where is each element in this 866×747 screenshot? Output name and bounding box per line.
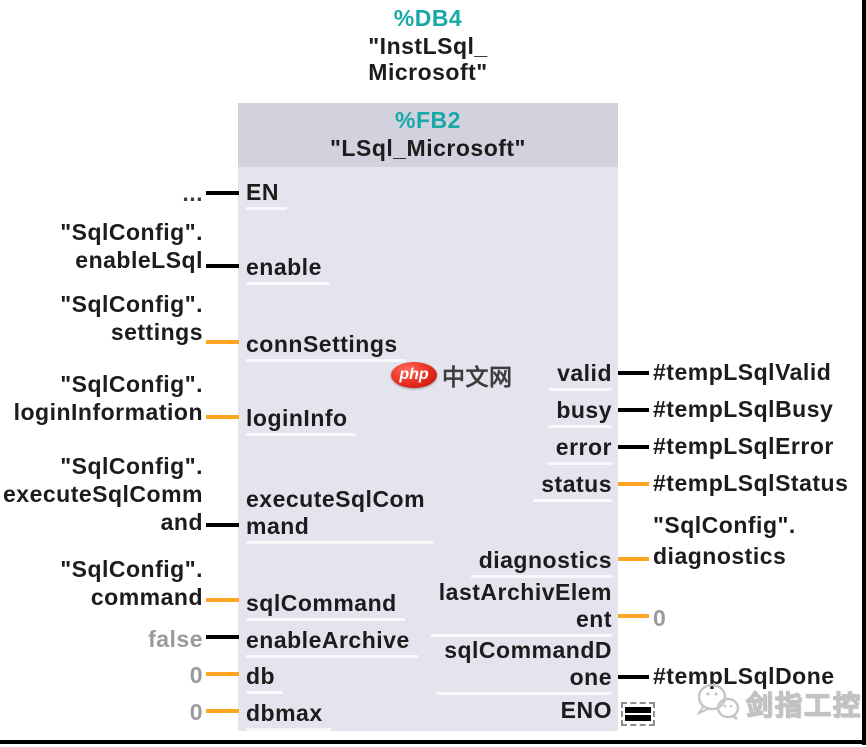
output-pin-eno[interactable]: ENO (560, 697, 612, 723)
instance-db-name-line2[interactable]: Microsoft" (368, 59, 488, 85)
output-wire-status (618, 482, 649, 486)
input-operand-enablearchive[interactable]: false (148, 626, 203, 652)
brand-watermark-text: 剑指工控 (745, 690, 862, 721)
input-operand-enable[interactable]: "SqlConfig".enableLSql (60, 219, 203, 273)
input-operand-sqlcommand[interactable]: "SqlConfig".command (60, 556, 203, 610)
frame-right-border (862, 0, 866, 745)
input-wire-enablearchive (206, 635, 239, 639)
frame-bottom-border (0, 740, 866, 744)
input-wire-logininfo (206, 415, 239, 419)
output-operand-diagnostics[interactable]: "SqlConfig".diagnostics (653, 512, 796, 569)
fb-title: "LSql_Microsoft" (330, 135, 526, 161)
input-wire-db (206, 672, 239, 676)
input-wire-en (206, 191, 239, 195)
wechat-icon (696, 683, 740, 720)
fb-block[interactable]: %FB2 "LSql_Microsoft" (238, 103, 618, 731)
input-pin-sqlcommand[interactable]: sqlCommand (246, 590, 405, 621)
output-pin-error[interactable]: error (547, 434, 612, 465)
input-pin-dbmax[interactable]: dbmax (246, 700, 331, 731)
output-pin-status[interactable]: status (533, 471, 612, 502)
input-operand-en[interactable]: ... (182, 180, 203, 206)
instance-db-name-line1[interactable]: "InstLSql_ (368, 33, 488, 59)
eno-empty-box-icon[interactable] (621, 702, 655, 726)
input-pin-enablearchive[interactable]: enableArchive (246, 627, 418, 658)
input-operand-db[interactable]: 0 (189, 662, 203, 688)
input-wire-dbmax (206, 709, 239, 713)
output-wire-sqlcommanddone (618, 675, 649, 679)
output-pin-valid[interactable]: valid (549, 360, 612, 391)
output-wire-error (618, 445, 649, 449)
php-logo-icon: php (391, 362, 437, 388)
php-site-watermark: php 中文网 (391, 358, 513, 392)
php-site-text: 中文网 (442, 364, 513, 390)
fb-address: %FB2 (395, 107, 461, 133)
output-pin-diagnostics[interactable]: diagnostics (470, 547, 612, 578)
input-pin-en[interactable]: EN (246, 179, 287, 210)
input-operand-logininfo[interactable]: "SqlConfig".loginInformation (13, 371, 203, 425)
output-wire-lastarchivelement (618, 614, 649, 618)
input-wire-enable (206, 264, 239, 268)
output-wire-busy (618, 408, 649, 412)
input-wire-connsettings (206, 340, 239, 344)
output-operand-sqlcommanddone[interactable]: #tempLSqlDone (653, 663, 835, 689)
input-pin-connsettings[interactable]: connSettings (246, 331, 406, 362)
output-operand-lastarchivelement[interactable]: 0 (653, 605, 667, 631)
fb-block-header[interactable]: %FB2 "LSql_Microsoft" (238, 103, 618, 167)
output-pin-busy[interactable]: busy (548, 397, 612, 428)
output-wire-diagnostics (618, 557, 649, 561)
output-wire-valid (618, 371, 649, 375)
input-wire-executesqlcommand (206, 523, 239, 527)
input-operand-connsettings[interactable]: "SqlConfig".settings (60, 291, 203, 345)
brand-watermark: 剑指工控 (694, 681, 862, 725)
instance-db-address[interactable]: %DB4 (393, 5, 463, 31)
output-operand-valid[interactable]: #tempLSqlValid (653, 359, 832, 385)
output-operand-status[interactable]: #tempLSqlStatus (653, 470, 849, 496)
input-pin-logininfo[interactable]: loginInfo (246, 405, 356, 436)
input-pin-db[interactable]: db (246, 663, 284, 694)
output-operand-error[interactable]: #tempLSqlError (653, 433, 834, 459)
input-pin-enable[interactable]: enable (246, 254, 330, 285)
input-wire-sqlcommand (206, 598, 239, 602)
output-operand-busy[interactable]: #tempLSqlBusy (653, 396, 834, 422)
input-operand-dbmax[interactable]: 0 (189, 699, 203, 725)
